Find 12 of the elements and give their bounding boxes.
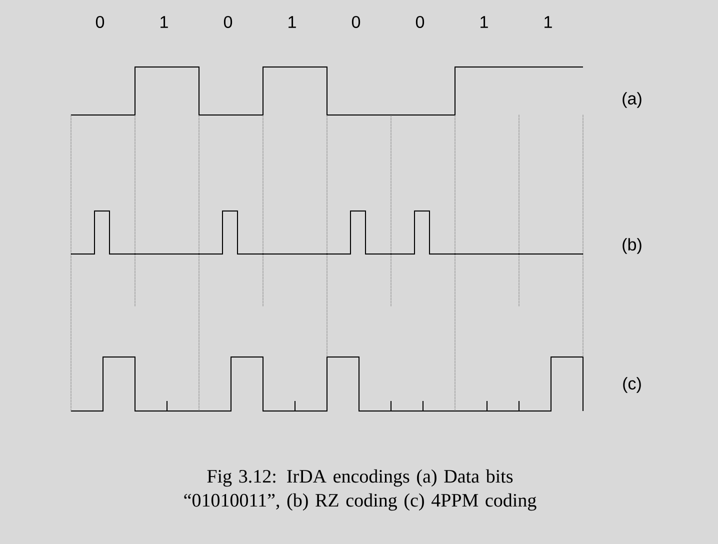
bit-label: 1 (288, 16, 296, 28)
row-label: (b) (622, 238, 642, 254)
bit-label: 0 (416, 16, 424, 28)
bit-label: 0 (96, 16, 104, 28)
bit-label: 0 (224, 16, 232, 28)
bit-label: 1 (544, 16, 552, 28)
figure-caption: Fig 3.12: IrDA encodings (a) Data bits “01010011”, (b) RZ coding (c) 4PPM coding (184, 469, 536, 511)
row-label: (a) (622, 92, 642, 108)
row-label: (c) (623, 377, 641, 393)
bit-label: 0 (352, 16, 360, 28)
bit-label: 1 (480, 16, 488, 28)
bit-label: 1 (160, 16, 168, 28)
